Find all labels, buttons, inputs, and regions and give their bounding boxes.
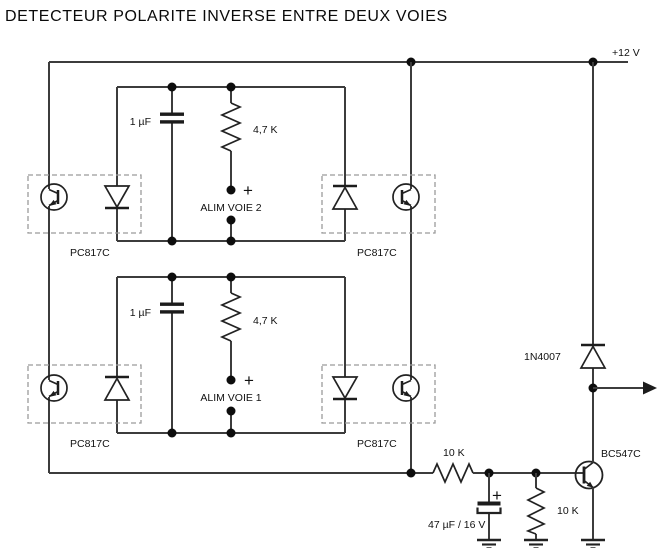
schematic-title: DETECTEUR POLARITE INVERSE ENTRE DEUX VO…	[5, 8, 448, 25]
diode-icon	[579, 344, 607, 369]
emitter-arrow-icon	[49, 390, 57, 397]
optocoupler-bottom-right: PC817C	[321, 364, 436, 450]
resistor-value: 4,7 K	[253, 124, 278, 136]
resistor-icon	[432, 461, 474, 485]
opto-ref-label: PC817C	[70, 438, 110, 450]
resistor-icon	[219, 292, 243, 342]
led-diode-icon	[103, 376, 131, 401]
pulldown-resistor-value: 10 K	[557, 505, 579, 517]
optocoupler-box	[321, 364, 436, 424]
channel1-input-loop: 1 µF 4,7 K + ALIM VOIE 1	[116, 272, 346, 438]
opto-ref-label: PC817C	[357, 438, 397, 450]
polarity-plus: +	[244, 371, 254, 390]
optocoupler-box	[27, 364, 142, 424]
junction-dot	[226, 428, 236, 438]
resistor-icon	[525, 487, 547, 535]
transistor-ref-label: BC547C	[601, 448, 641, 460]
filter-cap-value: 47 µF / 16 V	[428, 519, 485, 531]
terminal-label: ALIM VOIE 1	[200, 392, 261, 404]
optocoupler-box	[27, 174, 142, 234]
output-stage: 10 K + 47 µF / 16 V 10 K BC547C	[49, 62, 657, 548]
polarity-plus: +	[243, 181, 253, 200]
junction-dot	[226, 82, 236, 92]
phototransistor-icon	[392, 183, 420, 211]
resistor-value: 4,7 K	[253, 315, 278, 327]
junction-dot	[167, 272, 177, 282]
led-diode-icon	[331, 185, 359, 210]
electrolytic-cap-icon	[477, 501, 501, 506]
electrolytic-cap-icon	[476, 507, 502, 515]
supply-label: +12 V	[612, 47, 640, 59]
junction-dot	[167, 428, 177, 438]
base-resistor-value: 10 K	[443, 447, 465, 459]
phototransistor-icon	[40, 374, 68, 402]
phototransistor-icon	[40, 183, 68, 211]
emitter-arrow-icon	[403, 390, 411, 397]
capacitor-icon	[160, 120, 184, 124]
capacitor-value: 1 µF	[130, 116, 151, 128]
terminal-dot	[226, 215, 236, 225]
terminal-dot	[226, 185, 236, 195]
channel2-input-loop: 1 µF 4,7 K + ALIM VOIE 2	[116, 82, 346, 246]
capacitor-icon	[160, 112, 184, 116]
junction-dot	[167, 82, 177, 92]
junction-dot	[226, 236, 236, 246]
cap-polarity-plus: +	[492, 486, 502, 505]
optocoupler-box	[321, 174, 436, 234]
emitter-arrow-icon	[586, 481, 594, 488]
optocoupler-top-left: PC817C	[27, 174, 142, 259]
junction-dot	[167, 236, 177, 246]
led-diode-icon	[331, 376, 359, 400]
led-diode-icon	[103, 185, 131, 209]
capacitor-icon	[160, 310, 184, 314]
capacitor-value: 1 µF	[130, 307, 151, 319]
resistor-icon	[219, 102, 243, 152]
terminal-label: ALIM VOIE 2	[200, 202, 261, 214]
optocoupler-top-right: PC817C	[321, 174, 436, 259]
protection-diode-label: 1N4007	[524, 351, 561, 363]
power-rail: +12 V	[49, 47, 640, 67]
emitter-arrow-icon	[403, 199, 411, 206]
transistor-icon	[574, 460, 604, 490]
junction-dot	[406, 468, 416, 478]
terminal-dot	[226, 375, 236, 385]
junction-dot	[226, 272, 236, 282]
opto-ref-label: PC817C	[70, 247, 110, 259]
phototransistor-icon	[392, 374, 420, 402]
opto-ref-label: PC817C	[357, 247, 397, 259]
optocoupler-bottom-left: PC817C	[27, 364, 142, 450]
output-arrow-icon	[643, 381, 657, 395]
capacitor-icon	[160, 302, 184, 306]
terminal-dot	[226, 406, 236, 416]
emitter-arrow-icon	[49, 199, 57, 206]
